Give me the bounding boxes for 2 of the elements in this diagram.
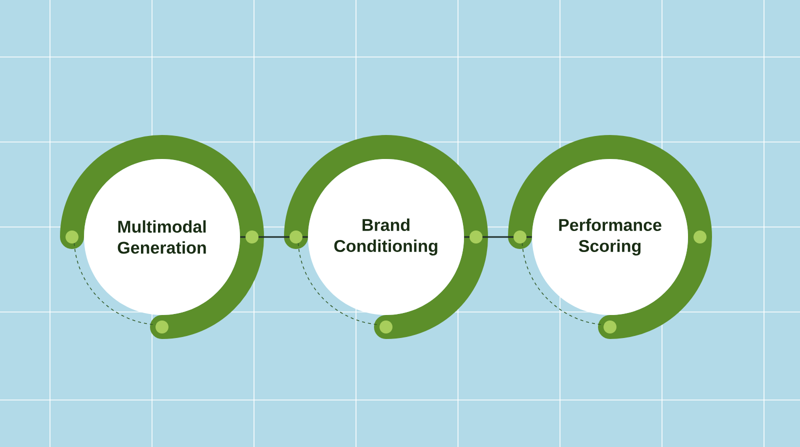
connector-line bbox=[240, 236, 308, 238]
connector-line bbox=[464, 236, 532, 238]
